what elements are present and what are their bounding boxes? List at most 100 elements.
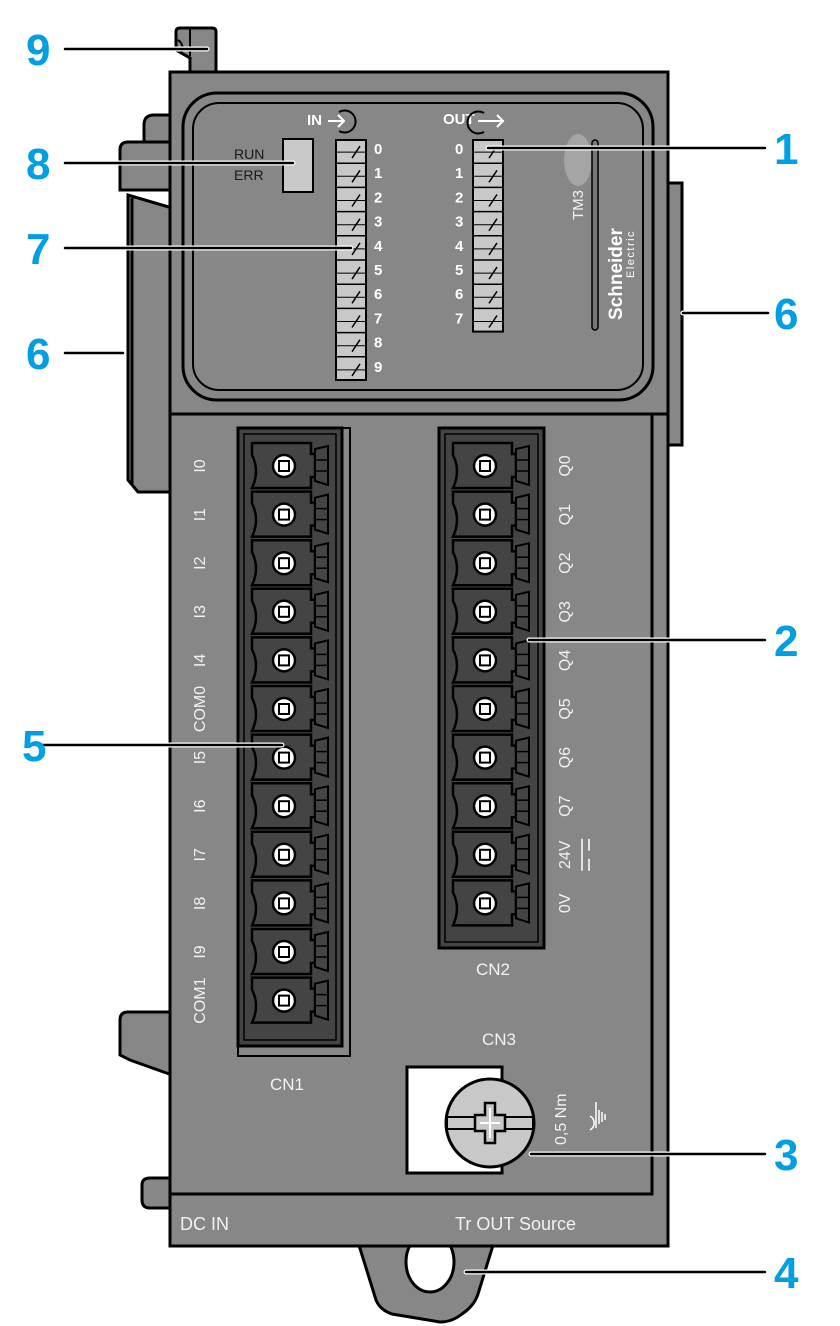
dc-in-label: DC IN	[180, 1214, 229, 1234]
input-led-8	[351, 339, 361, 353]
torque-label: 0,5 Nm	[553, 1093, 570, 1145]
cn1-label-i8: I8	[192, 897, 209, 910]
ground-screw[interactable]	[405, 1065, 536, 1175]
cn1-terminal-i5[interactable]	[250, 733, 329, 781]
cn1-terminal-i9[interactable]	[250, 927, 329, 976]
input-channel-9: 9	[374, 359, 382, 376]
input-led-2	[351, 194, 361, 207]
input-led-6	[351, 290, 361, 304]
cn1-terminal-i1[interactable]	[250, 490, 329, 538]
output-led-2	[488, 194, 498, 207]
cn2-terminal-q5[interactable]	[451, 684, 530, 733]
dc-symbol-icon	[581, 838, 590, 871]
cn1-label-i7: I7	[192, 848, 209, 861]
cn2-label-q7: Q7	[557, 795, 574, 816]
callout-4: 4	[774, 1249, 799, 1298]
cn1-label: CN1	[270, 1075, 304, 1094]
cn1-terminal-i2[interactable]	[250, 538, 329, 587]
cn1-terminal-i0[interactable]	[250, 441, 329, 490]
cn1-label-com1: COM1	[192, 977, 209, 1023]
cn2-terminal-q7[interactable]	[451, 781, 530, 830]
cn2-terminal-q6[interactable]	[451, 733, 530, 781]
cn2-terminal-q0[interactable]	[451, 441, 530, 490]
output-channel-1: 1	[455, 165, 463, 182]
cn2-terminal-24v[interactable]	[451, 830, 530, 879]
cn1-terminal-i3[interactable]	[250, 587, 329, 636]
cn2-terminal-q1[interactable]	[451, 490, 530, 538]
cn1-label-i4: I4	[192, 654, 209, 667]
cn1-label-i3: I3	[192, 605, 209, 618]
callout-6-right: 6	[774, 290, 798, 339]
input-channel-1: 1	[374, 165, 382, 182]
output-led-7	[488, 315, 498, 328]
output-channel-7: 7	[455, 310, 463, 327]
callout-7: 7	[26, 225, 50, 274]
cn2-label-q1: Q1	[557, 504, 574, 525]
input-led-4	[351, 242, 361, 256]
cn1-terminals	[250, 441, 329, 1024]
brand-subname: Electric	[625, 230, 637, 278]
cn2-terminal-q3[interactable]	[451, 587, 530, 636]
in-header: IN	[307, 109, 357, 134]
cn2-label-q6: Q6	[557, 747, 574, 768]
ground-icon	[589, 1102, 606, 1131]
input-led-7	[351, 315, 361, 328]
callout-9: 9	[26, 26, 50, 75]
input-led-3	[351, 218, 361, 232]
output-arrow-icon	[466, 110, 505, 135]
cn1-label-i9: I9	[192, 945, 209, 958]
callout-1: 1	[774, 125, 798, 174]
cn2-label-q4: Q4	[557, 650, 574, 671]
cn2-terminal-0v[interactable]	[451, 879, 530, 927]
input-led-5	[351, 266, 361, 280]
model-label: TM3	[570, 190, 587, 220]
output-channel-4: 4	[455, 238, 464, 255]
brand-name: Schneider	[606, 228, 627, 320]
cn1-label-i2: I2	[192, 556, 209, 569]
cn2-label-q3: Q3	[557, 601, 574, 622]
cn1-terminal-i4[interactable]	[250, 636, 329, 684]
output-led-4	[488, 242, 498, 256]
cn1-label-i1: I1	[192, 508, 209, 521]
cn2-terminal-q2[interactable]	[451, 538, 530, 587]
output-channel-5: 5	[455, 262, 463, 279]
input-led-9	[351, 363, 361, 377]
left-side-connector	[118, 113, 174, 1210]
cn1-terminal-com1[interactable]	[250, 976, 329, 1024]
input-channel-4: 4	[374, 238, 383, 255]
input-channel-3: 3	[374, 214, 382, 231]
cn2-label: CN2	[476, 960, 510, 979]
cn1-terminal-i6[interactable]	[250, 781, 329, 830]
output-led-3	[488, 218, 498, 232]
callout-3: 3	[774, 1131, 798, 1180]
input-channel-0: 0	[374, 141, 382, 158]
cn1-terminal-i8[interactable]	[250, 879, 329, 927]
output-led-1	[488, 169, 498, 183]
output-channel-0: 0	[455, 141, 463, 158]
cn2-label-q2: Q2	[557, 552, 574, 573]
input-channel-7: 7	[374, 310, 382, 327]
cn1-label-com0: COM0	[192, 686, 209, 732]
input-arrow-icon	[328, 109, 357, 134]
cn1-terminal-com0[interactable]	[250, 684, 329, 733]
input-led-1	[351, 169, 361, 183]
input-channel-8: 8	[374, 335, 382, 352]
output-led-6	[488, 290, 498, 304]
callout-8: 8	[26, 140, 50, 189]
out-header: OUT	[443, 110, 505, 135]
cn2-label-0v: 0V	[557, 893, 574, 913]
out-label: OUT	[443, 111, 475, 128]
output-channel-6: 6	[455, 286, 463, 303]
output-led-5	[488, 266, 498, 280]
cn1-terminal-i7[interactable]	[250, 830, 329, 879]
in-label: IN	[307, 112, 322, 129]
cn2-terminal-q4[interactable]	[451, 636, 530, 684]
cn2-label-q0: Q0	[557, 455, 574, 476]
callout-lines	[37, 46, 771, 1275]
input-led-0	[351, 145, 361, 159]
callout-5: 5	[22, 722, 46, 771]
cn2-label-q5: Q5	[557, 698, 574, 719]
